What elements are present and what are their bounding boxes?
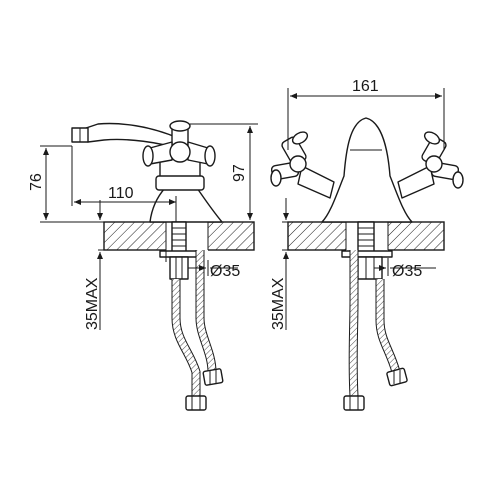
dim-35max-left: 35MAX (84, 277, 101, 330)
faucet-body-front (321, 117, 413, 223)
dim-161: 161 (352, 78, 379, 95)
threaded-shank-right (357, 221, 375, 259)
side-view: 76 110 97 Ø35 35MAX (28, 120, 258, 411)
dim-76: 76 (28, 173, 45, 191)
dim-diameter-right: Ø35 (392, 263, 422, 280)
cross-handle-side (142, 120, 216, 167)
dim-diameter-left: Ø35 (210, 263, 240, 280)
front-view: 161 Ø35 35MAX (270, 78, 464, 411)
faucet-body-side (149, 187, 223, 223)
dim-35max-right: 35MAX (270, 277, 287, 330)
cross-handle-left (270, 131, 335, 199)
cross-handle-right (397, 131, 464, 199)
dim-97: 97 (231, 164, 248, 182)
dim-110: 110 (108, 185, 134, 202)
